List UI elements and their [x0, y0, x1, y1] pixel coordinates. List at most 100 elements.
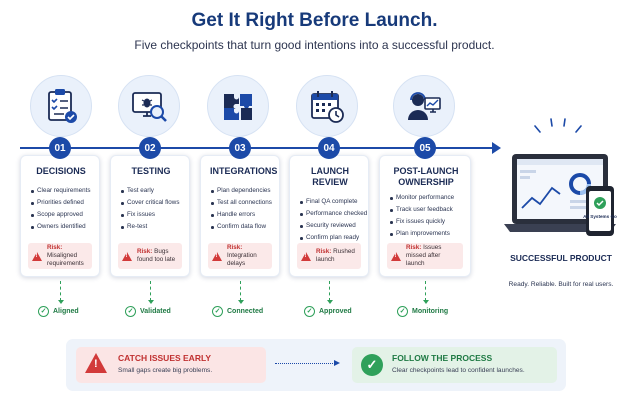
catch-issues-box: ! CATCH ISSUES EARLY Small gaps create b…: [76, 347, 266, 383]
step-number-badge: 05: [414, 137, 436, 159]
sparkle-icon: [534, 118, 582, 133]
check-circle-icon: ✓: [125, 305, 136, 317]
list-item: Cover critical flows: [120, 197, 182, 209]
list-item: Fix issues quickly: [389, 216, 463, 228]
list-item: Clear requirements: [30, 185, 92, 197]
list-item: Re-test: [120, 221, 182, 233]
check-circle-icon: ✓: [212, 305, 223, 317]
list-item: Owners identified: [30, 221, 92, 233]
risk-label: Risk:: [137, 248, 153, 255]
check-circle-icon: ✓: [38, 305, 49, 317]
step-title: INTEGRATIONS: [210, 166, 278, 176]
page-title: Get It Right Before Launch.: [191, 10, 438, 31]
step-title: LAUNCH REVIEW: [311, 166, 349, 187]
timeline-arrow-icon: [492, 142, 501, 154]
footer-right-title: FOLLOW THE PROCESS: [392, 353, 493, 363]
risk-text: Integration delays: [227, 252, 257, 267]
risk-label: Risk:: [227, 244, 243, 251]
status-label: Approved: [319, 307, 352, 315]
list-item: Test all connections: [210, 197, 272, 209]
status-connector: [147, 281, 154, 304]
risk-label: Risk:: [316, 248, 332, 255]
risk-label: Risk:: [406, 244, 422, 251]
risk-box: Risk: Integration delays: [208, 243, 272, 269]
support-agent-icon: [393, 75, 455, 137]
step-number-badge: 04: [318, 137, 340, 159]
risk-box: Risk: Bugs found too late: [118, 243, 182, 269]
status-label: Aligned: [53, 307, 79, 315]
risk-box: Risk: Issues missed after launch: [387, 243, 463, 269]
step-number-badge: 01: [49, 137, 71, 159]
outcome-title: SUCCESSFUL PRODUCT: [510, 253, 612, 263]
step-card-decisions: DECISIONS Clear requirements Priorities …: [20, 155, 100, 277]
status-aligned: ✓ Aligned: [38, 304, 79, 318]
warning-icon: [391, 251, 401, 261]
footer-right-text: Clear checkpoints lead to confident laun…: [392, 367, 525, 374]
checklist-clipboard-icon: [30, 75, 92, 137]
list-item: Fix issues: [120, 209, 182, 221]
step-checklist: Test early Cover critical flows Fix issu…: [120, 185, 182, 233]
list-item: Final QA complete: [299, 196, 361, 208]
list-item: Scope approved: [30, 209, 92, 221]
warning-icon: [301, 251, 311, 261]
list-item: Confirm data flow: [210, 221, 272, 233]
list-item: Performance checked: [299, 208, 367, 220]
step-checklist: Final QA complete Performance checked Se…: [299, 196, 367, 244]
step-number-badge: 03: [229, 137, 251, 159]
page-subtitle: Five checkpoints that turn good intentio…: [134, 38, 495, 52]
status-validated: ✓ Validated: [125, 304, 171, 318]
check-circle-icon: ✓: [304, 305, 315, 317]
puzzle-pieces-icon: [207, 75, 269, 137]
risk-text: Issues missed after launch: [406, 244, 442, 267]
status-connected: ✓ Connected: [212, 304, 263, 318]
list-item: Handle errors: [210, 209, 272, 221]
status-connector: [237, 281, 244, 304]
status-label: Validated: [140, 307, 171, 315]
list-item: Priorities defined: [30, 197, 92, 209]
risk-text: Misaligned requirements: [47, 252, 84, 267]
step-checklist: Plan dependencies Test all connections H…: [210, 185, 272, 233]
status-connector: [422, 281, 429, 304]
step-card-testing: TESTING Test early Cover critical flows …: [110, 155, 190, 277]
list-item: Monitor performance: [389, 192, 463, 204]
timeline-line: [20, 147, 496, 149]
footer-left-title: CATCH ISSUES EARLY: [118, 353, 212, 363]
check-circle-icon: ✓: [361, 354, 383, 376]
step-card-integrations: INTEGRATIONS Plan dependencies Test all …: [200, 155, 280, 277]
outcome-subtitle: Ready. Reliable. Built for real users.: [508, 281, 614, 288]
risk-text: Rushed launch: [316, 248, 355, 263]
check-circle-icon: ✓: [397, 305, 408, 317]
flow-arrow-icon: [334, 360, 340, 366]
status-label: Monitoring: [412, 307, 449, 315]
step-title: DECISIONS: [36, 166, 86, 176]
laptop-phone-illustration: All Systems Go: [504, 118, 617, 236]
warning-icon: [85, 353, 107, 373]
step-checklist: Clear requirements Priorities defined Sc…: [30, 185, 92, 233]
flow-dotted-line: [275, 363, 335, 364]
list-item: Confirm plan ready: [299, 232, 361, 244]
calendar-clock-icon: [296, 75, 358, 137]
warning-icon: [32, 251, 42, 261]
list-item: Track user feedback: [389, 204, 463, 216]
step-number-badge: 02: [139, 137, 161, 159]
risk-box: Risk: Misaligned requirements: [28, 243, 92, 269]
risk-label: Risk:: [47, 244, 63, 251]
step-card-launch-review: LAUNCH REVIEW Final QA complete Performa…: [289, 155, 369, 277]
risk-box: Risk: Rushed launch: [297, 243, 361, 269]
status-label: Connected: [227, 307, 264, 315]
list-item: Security reviewed: [299, 220, 361, 232]
follow-process-box: ✓ FOLLOW THE PROCESS Clear checkpoints l…: [352, 347, 557, 383]
status-connector: [57, 281, 64, 304]
status-monitoring: ✓ Monitoring: [397, 304, 448, 318]
bug-magnifier-icon: [118, 75, 180, 137]
footer-left-text: Small gaps create big problems.: [118, 367, 213, 374]
status-approved: ✓ Approved: [304, 304, 352, 318]
list-item: Test early: [120, 185, 182, 197]
warning-icon: [122, 251, 132, 261]
step-title: POST-LAUNCH OWNERSHIP: [393, 166, 459, 187]
list-item: Plan improvements: [389, 228, 463, 240]
phone-status-text: All Systems Go: [583, 214, 617, 219]
list-item: Plan dependencies: [210, 185, 272, 197]
step-card-post-launch: POST-LAUNCH OWNERSHIP Monitor performanc…: [379, 155, 471, 277]
step-title: TESTING: [131, 166, 171, 176]
